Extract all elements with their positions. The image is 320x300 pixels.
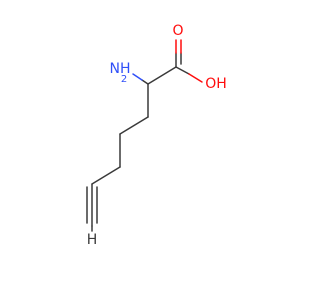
hydroxyl-label: OH: [205, 76, 227, 92]
bond-c2-c1: [147, 66, 177, 85]
carbonyl-oxygen-label: O: [172, 23, 183, 39]
molecule-structure: NH 2 O OH H: [86, 23, 227, 248]
amino-h-count: 2: [121, 74, 127, 85]
molecule-canvas: NH 2 O OH H: [86, 23, 227, 248]
bond-c5-c6: [91, 166, 121, 185]
bond-c2-n-carbon: [141, 79, 149, 85]
terminal-hydrogen-label: H: [87, 232, 98, 248]
amino-label: NH: [110, 61, 131, 77]
bond-c3-c4: [119, 116, 149, 135]
bond-c2-n-nitrogen: [132, 73, 143, 81]
bond-c1-oh-oxygen: [188, 73, 203, 83]
bond-c1-oh-carbon: [175, 66, 190, 75]
